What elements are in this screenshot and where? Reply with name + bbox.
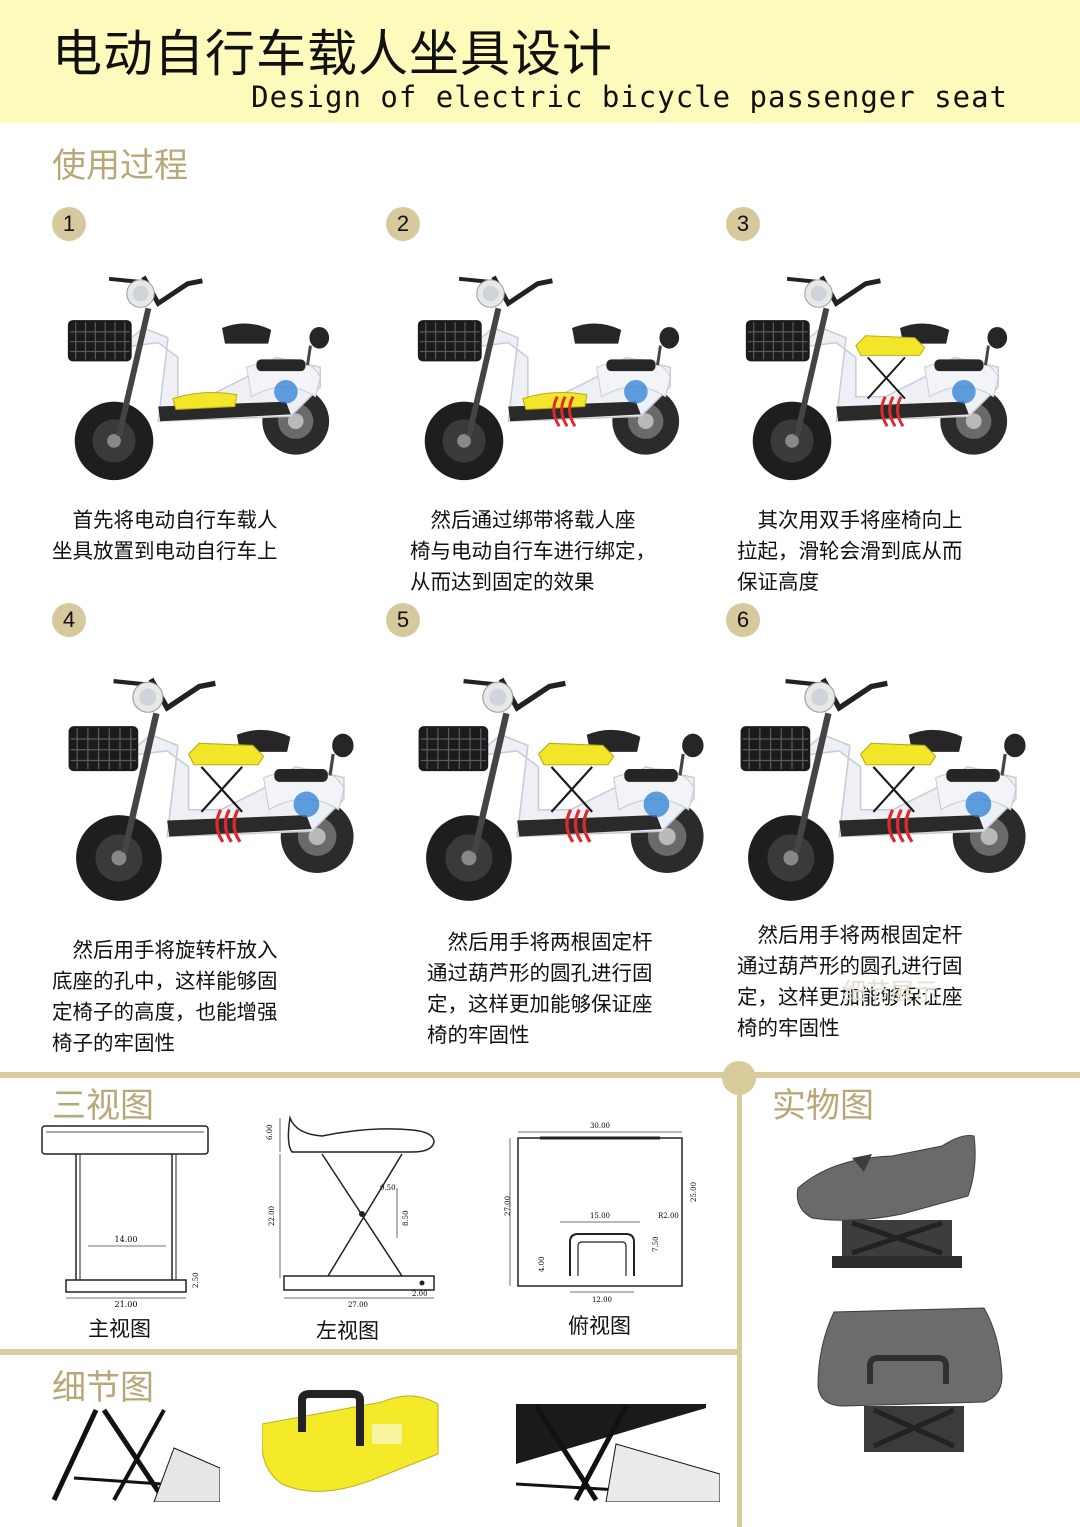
dim-top-4: R2.00	[658, 1212, 679, 1220]
bike-step-2-illustration	[410, 262, 685, 497]
watermark-text: 细节展示	[842, 978, 938, 1006]
dim-top-6: 7.50	[652, 1236, 660, 1252]
dim-front-2: 21.00	[115, 1300, 138, 1309]
page-title: 电动自行车载人坐具设计	[52, 25, 613, 83]
caption-line: 然后通过绑带将载人座	[410, 508, 636, 532]
section-real-photos-title: 实物图	[772, 1086, 874, 1126]
divider-top	[0, 1072, 1080, 1078]
step-badge-2: 2	[386, 207, 420, 241]
caption-line: 拉起，滑轮会滑到底从而	[737, 539, 963, 563]
dim-top-5: 25.00	[690, 1182, 698, 1202]
bike-step-1-illustration	[60, 262, 335, 497]
detail-slider-rail-image	[516, 1404, 720, 1502]
dim-top-7: 4.00	[538, 1256, 546, 1272]
detail-frame-joint-image	[44, 1408, 220, 1502]
section-details-title: 细节图	[52, 1368, 154, 1408]
top-view-label: 俯视图	[568, 1314, 631, 1338]
top-view-drawing: 30.00 27.00 15.00 R2.00 25.00 7.50 4.00 …	[504, 1122, 698, 1304]
divider-vertical	[737, 1072, 742, 1527]
step-badge-4: 4	[52, 603, 86, 637]
caption-line: 定椅子的高度，也能增强	[52, 1000, 278, 1024]
caption-line: 然后用手将两根固定杆	[427, 930, 653, 954]
dim-left-5: 27.00	[348, 1301, 368, 1309]
bike-step-4-illustration	[60, 660, 360, 922]
dim-front-3: 2.50	[192, 1272, 200, 1288]
bike-step-3-illustration	[738, 262, 1013, 497]
page-subtitle: Design of electric bicycle passenger sea…	[251, 80, 1008, 114]
step-2-caption: 然后通过绑带将载人座 椅与电动自行车进行绑定， 从而达到固定的效果	[410, 505, 656, 598]
caption-line: 然后用手将旋转杆放入	[52, 938, 278, 962]
left-view-drawing: 6.00 22.00 0.50 8.50 27.00 2.00	[266, 1115, 435, 1309]
dim-left-4: 8.50	[402, 1210, 410, 1226]
dim-top-8: 12.00	[592, 1296, 612, 1304]
caption-line: 首先将电动自行车载人	[52, 508, 278, 532]
caption-line: 保证高度	[737, 570, 819, 594]
step-badge-1: 1	[52, 207, 86, 241]
dim-top-1: 30.00	[590, 1122, 610, 1130]
step-3-caption: 其次用双手将座椅向上 拉起，滑轮会滑到底从而 保证高度	[737, 505, 963, 598]
caption-line: 定，这样更加能够保证座	[737, 985, 963, 1009]
step-4-caption: 然后用手将旋转杆放入 底座的孔中，这样能够固 定椅子的高度，也能增强 椅子的牢固…	[52, 935, 278, 1059]
real-photo-side-image	[796, 1135, 976, 1268]
step-6-caption: 然后用手将两根固定杆 通过葫芦形的圆孔进行固 定，这样更加能够保证座 椅的牢固性	[737, 920, 963, 1044]
section-usage-title: 使用过程	[52, 146, 188, 186]
dim-top-3: 15.00	[590, 1212, 610, 1220]
caption-line: 椅的牢固性	[737, 1016, 840, 1040]
front-view-drawing: 14.00 21.00 2.50	[41, 1125, 209, 1309]
caption-line: 定，这样更加能够保证座	[427, 992, 653, 1016]
caption-line: 底座的孔中，这样能够固	[52, 969, 278, 993]
caption-line: 通过葫芦形的圆孔进行固	[427, 961, 653, 985]
caption-line: 然后用手将两根固定杆	[737, 923, 963, 947]
caption-line: 其次用双手将座椅向上	[737, 508, 963, 532]
dim-left-6: 2.00	[412, 1290, 428, 1298]
bike-step-6-illustration	[732, 660, 1032, 922]
dim-left-1: 6.00	[266, 1124, 274, 1140]
left-view-label: 左视图	[316, 1319, 379, 1343]
step-1-caption: 首先将电动自行车载人 坐具放置到电动自行车上	[52, 505, 278, 567]
caption-line: 从而达到固定的效果	[410, 570, 595, 594]
caption-line: 椅与电动自行车进行绑定，	[410, 539, 656, 563]
caption-line: 椅子的牢固性	[52, 1031, 175, 1055]
real-photo-top-image	[817, 1307, 1003, 1452]
dim-front-1: 14.00	[115, 1235, 138, 1244]
step-badge-6: 6	[726, 603, 760, 637]
front-view-label: 主视图	[88, 1317, 151, 1341]
detail-seat-handle-image	[262, 1390, 439, 1492]
divider-middle	[0, 1349, 740, 1355]
step-badge-5: 5	[386, 603, 420, 637]
caption-line: 椅的牢固性	[427, 1023, 530, 1047]
divider-knob	[722, 1061, 756, 1095]
dim-left-3: 0.50	[380, 1184, 396, 1192]
section-three-views-title: 三视图	[52, 1086, 154, 1126]
dim-left-2: 22.00	[268, 1206, 276, 1226]
caption-line: 坐具放置到电动自行车上	[52, 539, 278, 563]
title-banner	[0, 0, 1080, 123]
bike-step-5-illustration	[410, 660, 710, 922]
step-5-caption: 然后用手将两根固定杆 通过葫芦形的圆孔进行固 定，这样更加能够保证座 椅的牢固性	[427, 927, 653, 1051]
dim-top-2: 27.00	[504, 1196, 512, 1216]
caption-line: 通过葫芦形的圆孔进行固	[737, 954, 963, 978]
step-badge-3: 3	[726, 207, 760, 241]
